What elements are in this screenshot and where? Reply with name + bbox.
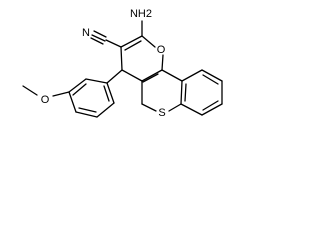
ring-sulfur-label: S <box>158 107 165 119</box>
bond-c4-aryl <box>106 69 123 84</box>
bond-s-c6a <box>168 103 182 112</box>
bond-ar4-ar5-double <box>78 107 97 113</box>
bond-o-ch3 <box>22 85 38 96</box>
bond-c4-c3 <box>120 46 123 71</box>
bond-ar1-ar2 <box>85 78 108 84</box>
bond-c10a-c10 <box>181 69 203 82</box>
amino-group-label: NH2 <box>130 8 152 20</box>
bond-nitrile-3 <box>90 37 104 45</box>
bond-c6a-c10a <box>180 80 183 105</box>
bond-c5-s <box>141 103 157 112</box>
bond-ar2-ar3 <box>68 78 87 93</box>
bond-c7-c6a <box>180 103 203 116</box>
chemical-structure-diagram: NH2 N O S O <box>22 8 223 119</box>
bond-ar4-ar5 <box>75 111 98 118</box>
bond-c10b-c4a <box>141 69 163 82</box>
bond-nitrile-1 <box>91 34 106 42</box>
bond-o1-c10b <box>161 54 164 71</box>
bond-c3-cn <box>105 39 122 48</box>
methoxy-oxygen-label: O <box>41 94 50 106</box>
bond-c10-c9-double <box>202 74 219 85</box>
bond-ar5-ar6 <box>96 102 115 118</box>
bonds <box>22 20 223 118</box>
bond-c3-c2-double <box>124 40 142 51</box>
bond-c8-c7-double <box>202 100 219 111</box>
bond-nitrile-2 <box>93 30 107 38</box>
ring-oxygen-label: O <box>157 44 166 56</box>
nitrile-nitrogen-label: N <box>82 27 90 39</box>
bond-ar6-ar1 <box>106 82 115 104</box>
bond-c10a-c10b <box>161 69 183 82</box>
bond-c8-c7 <box>201 103 223 116</box>
bond-c2-o1 <box>141 35 156 48</box>
bond-c10b-c4a-double <box>142 73 159 83</box>
bond-c4a-c4 <box>121 69 143 82</box>
bond-c6a-c10a-double <box>184 83 187 102</box>
bond-c3-c2 <box>120 35 143 48</box>
bond-ar3-ar4 <box>68 91 77 113</box>
bond-c10-c9 <box>201 69 223 82</box>
bond-ar3-o <box>52 91 70 97</box>
bond-ar2-ar3-double <box>72 83 87 96</box>
atom-labels: NH2 N O S O <box>41 8 166 119</box>
bond-ar6-ar1-double <box>103 85 110 102</box>
